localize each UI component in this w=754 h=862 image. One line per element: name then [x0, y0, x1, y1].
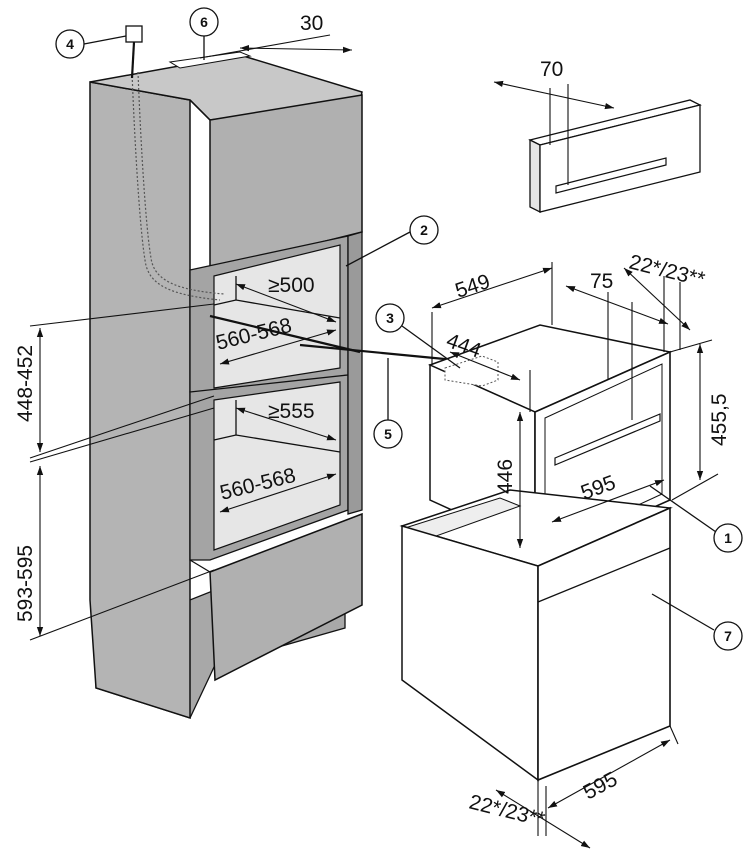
dim-75-text: 75 — [590, 270, 613, 293]
dim-22-23-top: 22*/23** — [623, 251, 707, 352]
callout-1: 1 — [649, 485, 743, 553]
dim-593-595-text: 593-595 — [14, 545, 37, 622]
dim-500-text: ≥500 — [268, 274, 315, 297]
dim-595-bottom-text: 595 — [580, 768, 622, 805]
callout-2: 2 — [345, 215, 439, 267]
callout-7-text: 7 — [724, 628, 732, 644]
dim-30-text: 30 — [300, 12, 323, 35]
callout-5: 5 — [373, 358, 403, 449]
dim-448-452: 448-452 — [14, 303, 215, 459]
appliance-handle — [554, 413, 661, 466]
tall-cabinet — [89, 25, 363, 720]
callout-1-text: 1 — [724, 530, 732, 546]
callout-2-text: 2 — [420, 222, 428, 238]
dim-555: ≥555 — [235, 400, 337, 441]
callout-4-text: 4 — [66, 36, 74, 52]
power-cable — [131, 71, 221, 301]
dim-593-595: 593-595 — [14, 407, 215, 641]
callout-5-text: 5 — [384, 426, 392, 442]
callout-6-text: 6 — [200, 14, 208, 30]
dim-455-5: 455,5 — [669, 339, 731, 501]
dim-455-5-text: 455,5 — [708, 393, 731, 446]
dim-446: 446 — [494, 412, 524, 548]
dim-30: 30 — [199, 12, 353, 59]
oven-below — [399, 489, 673, 782]
callout-6: 6 — [189, 7, 219, 60]
dim-549-text: 549 — [452, 270, 492, 303]
dim-555-text: ≥555 — [268, 400, 315, 423]
callout-3: 3 — [375, 303, 461, 369]
callout-7: 7 — [651, 593, 743, 651]
cabinet-right-edge — [347, 231, 363, 515]
dim-446-text: 446 — [494, 459, 517, 494]
cabinet-lower-drawer — [209, 512, 363, 682]
dim-22-23-top-text: 22*/23** — [627, 251, 707, 292]
trim-piece: 70 — [493, 58, 702, 214]
dim-500: ≥500 — [235, 274, 337, 323]
power-socket-icon — [125, 25, 143, 43]
callout-4: 4 — [55, 29, 127, 59]
dim-448-452-text: 448-452 — [14, 345, 37, 422]
oven-side — [401, 524, 539, 782]
dim-70-text: 70 — [540, 58, 563, 81]
callout-3-text: 3 — [386, 310, 394, 326]
cabinet-left-side — [89, 81, 191, 720]
